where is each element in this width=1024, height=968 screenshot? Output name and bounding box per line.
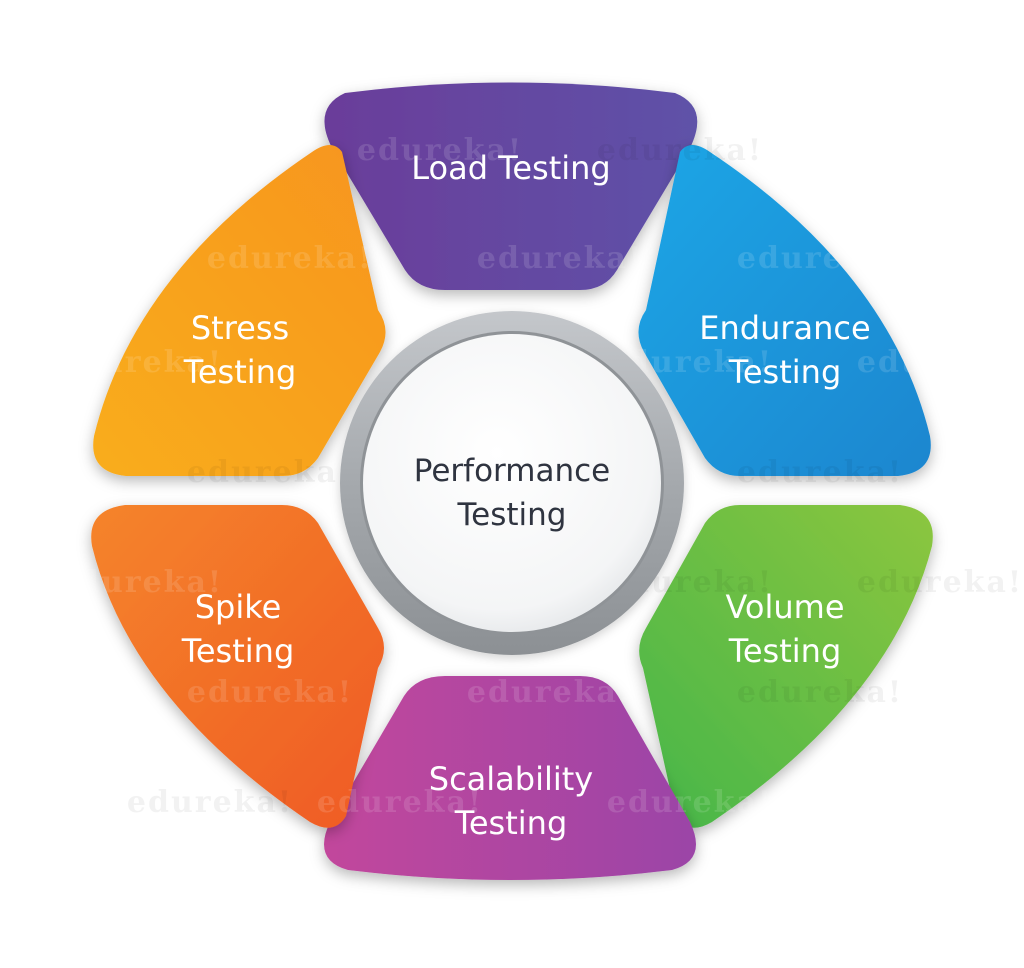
watermark-text: edureka! [737, 241, 903, 276]
segment-volume-label-line-2: Testing [728, 632, 842, 670]
watermark-text: edureka! [737, 455, 903, 490]
watermark-text: edureka! [57, 345, 223, 380]
segment-load-label: Load Testing [411, 149, 610, 187]
segment-spike-label-line-2: Testing [181, 632, 295, 670]
segment-spike-shape [91, 505, 384, 828]
segment-stress-label-line-2: Testing [183, 353, 297, 391]
segment-stress-shape [93, 145, 386, 476]
watermark-text: edureka! [127, 785, 293, 820]
watermark-text: edureka! [187, 675, 353, 710]
watermark-text: edureka! [857, 345, 1023, 380]
segment-endurance-label-line-1: Endurance [699, 309, 870, 347]
watermark-text: edureka! [597, 133, 763, 168]
segment-spike-label-line-1: Spike [195, 588, 282, 626]
watermark-text: edureka! [357, 133, 523, 168]
center-disc [363, 334, 661, 632]
segment-endurance-label-line-2: Testing [728, 353, 842, 391]
segment-volume-label-line-1: Volume [725, 588, 844, 626]
watermark-text: edureka! [207, 241, 373, 276]
watermark-text: edureka! [57, 565, 223, 600]
segment-volume-shape [639, 505, 933, 828]
watermark-text: edureka! [477, 241, 643, 276]
segment-scalability-label-line-2: Testing [454, 804, 568, 842]
watermark-text: edureka! [737, 675, 903, 710]
watermark-text: edureka! [857, 565, 1023, 600]
watermark-text: edureka! [467, 675, 633, 710]
segment-load-label-line-1: Load Testing [411, 149, 610, 187]
watermark-text: edureka! [317, 785, 483, 820]
segment-load-shape [324, 82, 698, 290]
segment-stress-label-line-1: Stress [191, 309, 289, 347]
watermark-text: edureka! [187, 455, 353, 490]
center-label-line-1: Performance [414, 453, 610, 489]
segment-scalability-label-line-1: Scalability [429, 760, 593, 798]
watermark-text: edureka! [607, 785, 773, 820]
center-label-line-2: Testing [457, 497, 567, 533]
segment-scalability-shape [324, 676, 696, 880]
segment-load-testing: Load Testing [324, 82, 698, 290]
segment-endurance-shape [638, 145, 931, 476]
